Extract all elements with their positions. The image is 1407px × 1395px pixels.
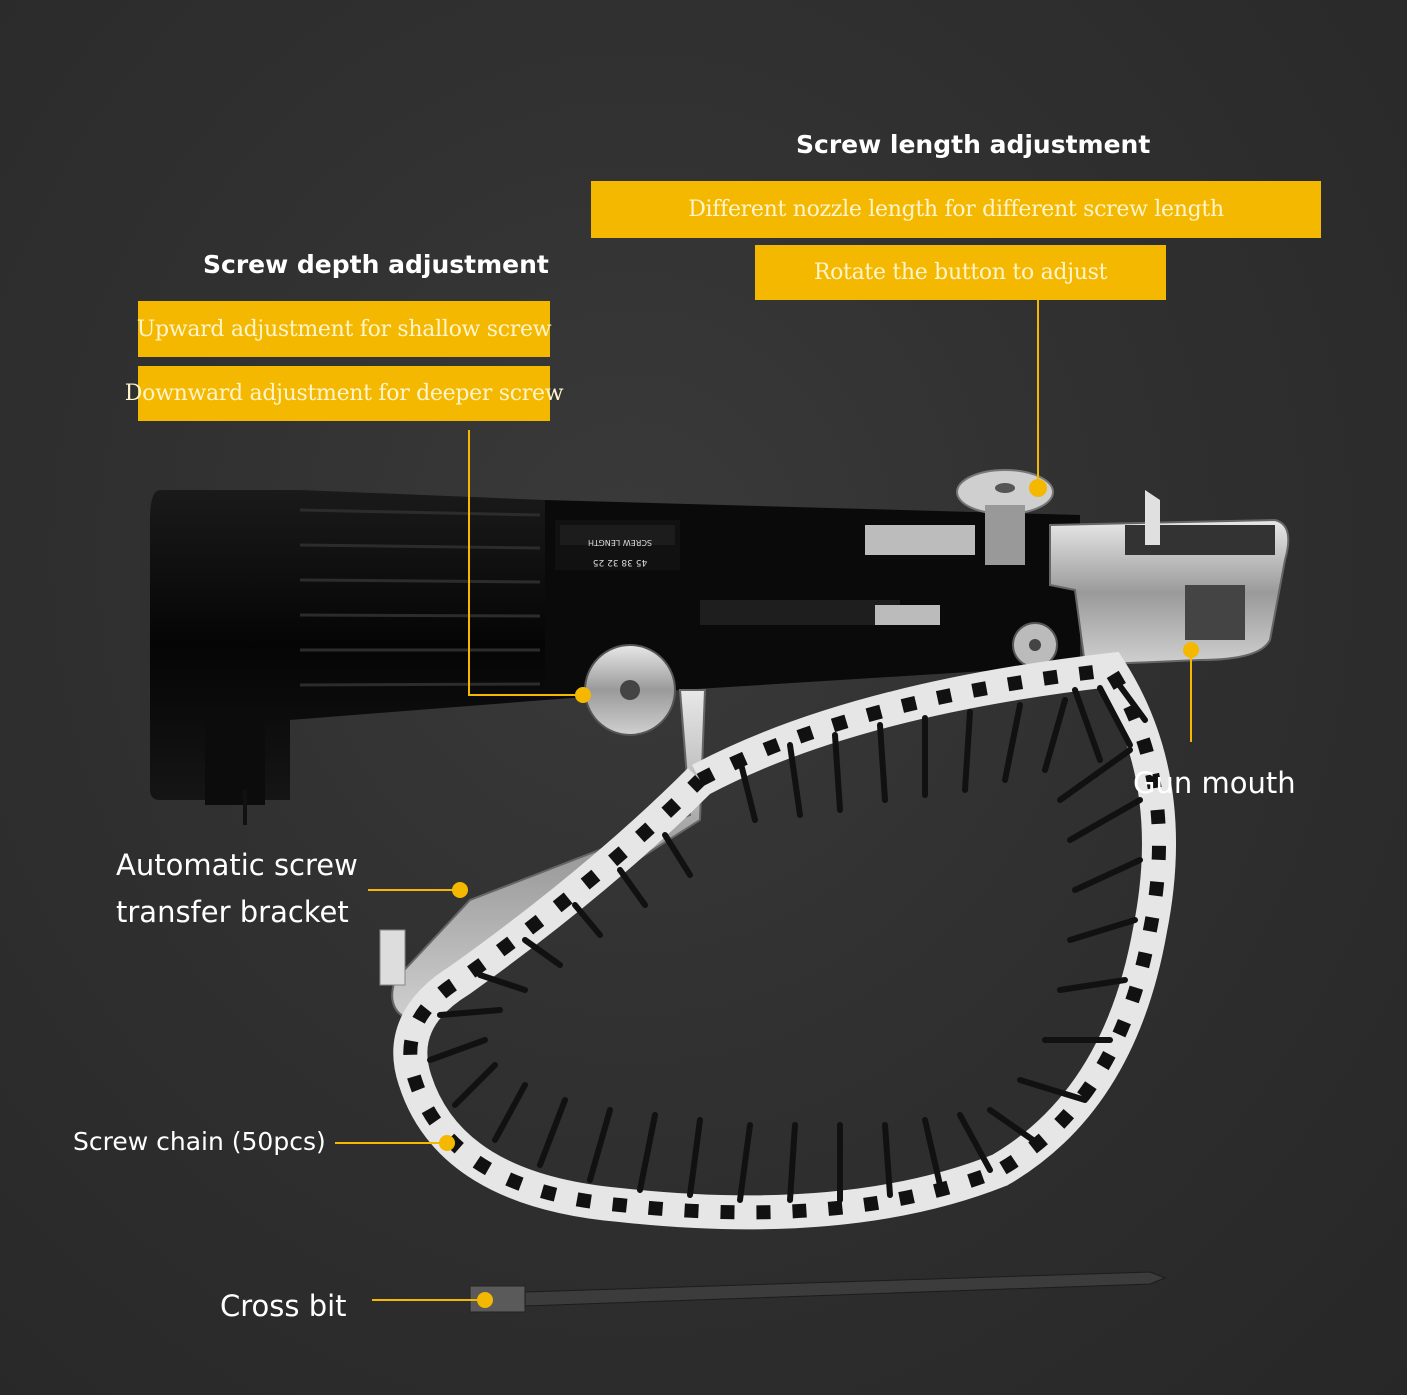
cross-bit-label: Cross bit xyxy=(220,1289,347,1323)
leader-dots xyxy=(439,479,1199,1308)
knob-icon xyxy=(956,469,1054,565)
length-banner-2: Rotate the button to adjust xyxy=(755,245,1166,300)
screw-chain xyxy=(393,651,1176,1230)
scale-text: SCREW LENGTH xyxy=(588,538,652,547)
bracket-label-line1: Automatic screw xyxy=(116,848,358,882)
depth-heading: Screw depth adjustment xyxy=(203,250,549,279)
depth-banner-1: Upward adjustment for shallow screw xyxy=(137,301,552,357)
gun-mouth-label: Gun mouth xyxy=(1133,766,1296,800)
scale-numbers: 45 38 32 25 xyxy=(593,557,647,567)
length-banner-1: Different nozzle length for different sc… xyxy=(591,181,1321,238)
gun-mouth-bracket xyxy=(1049,490,1290,667)
cross-bit xyxy=(469,1271,1167,1313)
rail-body xyxy=(545,500,1080,700)
length-heading: Screw length adjustment xyxy=(796,130,1151,159)
bracket-label-line2: transfer bracket xyxy=(116,895,349,929)
leader-lines xyxy=(335,300,1192,1301)
housing xyxy=(150,490,545,825)
transfer-bracket xyxy=(379,689,707,1022)
screw-length-scale: SCREW LENGTH 45 38 32 25 xyxy=(588,538,652,567)
depth-banner-2: Downward adjustment for deeper screw xyxy=(125,366,564,421)
chain-label: Screw chain (50pcs) xyxy=(73,1127,326,1156)
depth-wheel xyxy=(584,622,1058,736)
